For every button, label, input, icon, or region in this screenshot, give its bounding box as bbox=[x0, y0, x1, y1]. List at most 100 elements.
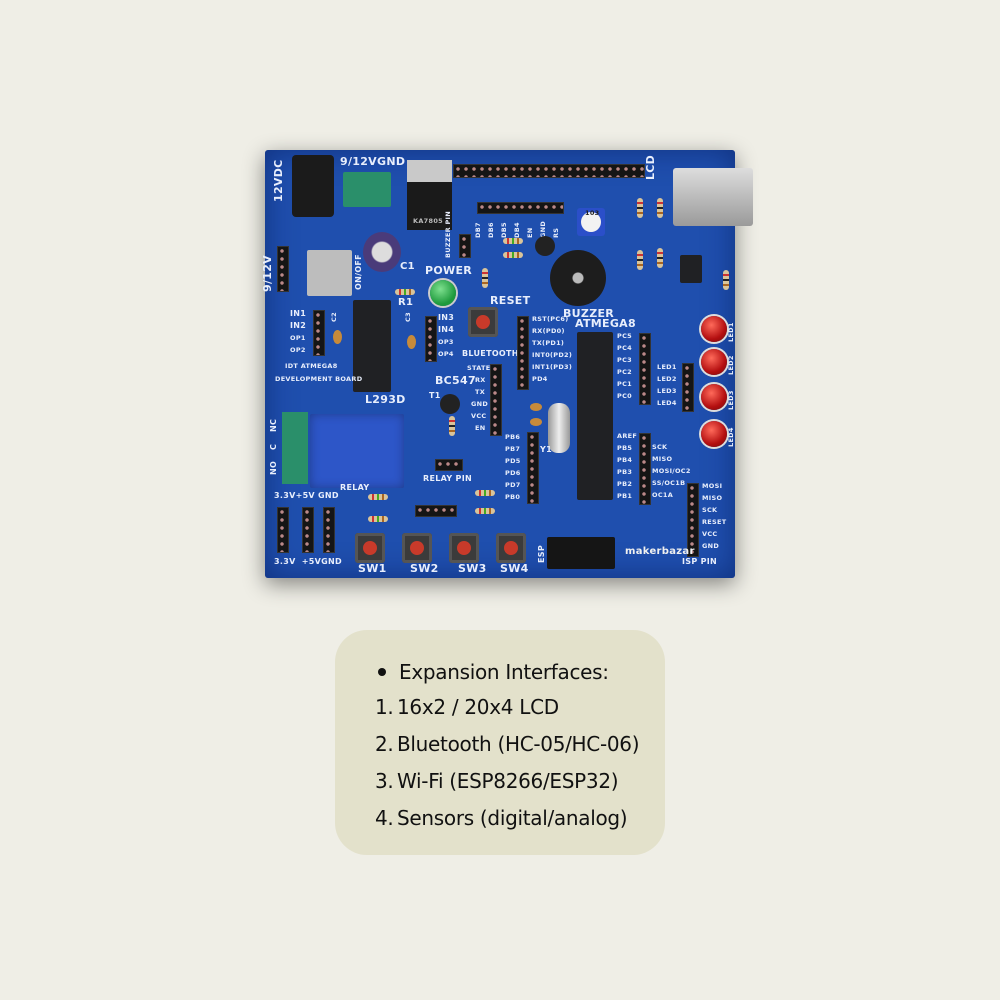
pin-label: PC4 bbox=[617, 344, 632, 352]
lcd-pin-label: DB4 bbox=[513, 222, 521, 238]
relay-pin-header[interactable] bbox=[435, 459, 463, 471]
pin-label: OP2 bbox=[290, 346, 306, 354]
label-buzzer-pin: BUZZER PIN bbox=[444, 211, 452, 258]
pin-label: IN2 bbox=[290, 321, 307, 330]
isp-header[interactable] bbox=[687, 483, 699, 557]
pin-label: PC2 bbox=[617, 368, 632, 376]
makerbazar-logo: makerbazar bbox=[625, 546, 695, 557]
pin-label: PC1 bbox=[617, 380, 632, 388]
label-esp: ESP bbox=[537, 545, 546, 563]
atmega8-chip bbox=[573, 332, 617, 500]
motor-header-left[interactable] bbox=[313, 310, 325, 356]
pin-label: RST(PC6) bbox=[532, 315, 569, 323]
optocoupler bbox=[676, 255, 706, 283]
transistor-t1 bbox=[440, 394, 460, 414]
led-label: LED1 bbox=[727, 322, 735, 342]
pin-label: PD4 bbox=[532, 375, 548, 383]
resistor bbox=[449, 416, 455, 436]
lcd-pin-label: DB5 bbox=[500, 222, 508, 238]
led-label: LED4 bbox=[727, 427, 735, 447]
power-switch[interactable] bbox=[307, 250, 352, 296]
lcd-pin-label: EN bbox=[526, 227, 534, 238]
resistor bbox=[475, 508, 495, 514]
pin-label: VCC bbox=[471, 412, 487, 420]
resistor bbox=[475, 490, 495, 496]
led-label: LED2 bbox=[727, 355, 735, 375]
port-d-header[interactable] bbox=[517, 316, 529, 390]
info-heading: Expansion Interfaces: bbox=[375, 660, 609, 684]
label-buzzer: BUZZER bbox=[563, 307, 615, 320]
resistor bbox=[637, 250, 643, 270]
pin-label: OP4 bbox=[438, 350, 454, 358]
port-b-left-header[interactable] bbox=[527, 432, 539, 504]
crystal bbox=[548, 403, 570, 453]
label-power: POWER bbox=[425, 264, 473, 277]
switch-label: SW2 bbox=[410, 562, 439, 575]
pin-label: PB2 bbox=[617, 480, 633, 488]
pin-label: INT1(PD3) bbox=[532, 363, 573, 371]
switch-sw3[interactable] bbox=[449, 533, 479, 563]
pin-label: LED1 bbox=[657, 363, 677, 371]
pin-label: MOSI/OC2 bbox=[652, 467, 691, 475]
item-number: 3. bbox=[375, 769, 394, 793]
relay-terminal-label: C bbox=[269, 443, 278, 450]
bluetooth-header[interactable] bbox=[490, 364, 502, 436]
5v-header[interactable] bbox=[302, 507, 314, 553]
resistor bbox=[637, 198, 643, 218]
info-item: 1.16x2 / 20x4 LCD bbox=[375, 695, 559, 719]
switch-sw1[interactable] bbox=[355, 533, 385, 563]
led-header[interactable] bbox=[682, 363, 694, 412]
label-bluetooth: BLUETOOTH bbox=[462, 349, 519, 358]
label-9-12v: 9/12V bbox=[261, 255, 274, 292]
pin-label: PB0 bbox=[505, 493, 521, 501]
led-label: LED3 bbox=[727, 390, 735, 410]
buzzer bbox=[550, 250, 606, 306]
switch-header[interactable] bbox=[415, 505, 457, 517]
pin-label: PB5 bbox=[617, 444, 633, 452]
label-isp-pin: ISP PIN bbox=[682, 557, 718, 566]
pin-label: IN4 bbox=[438, 325, 455, 334]
label-12vdc: 12VDC bbox=[272, 159, 285, 202]
lcd-header[interactable] bbox=[453, 164, 645, 178]
potentiometer[interactable] bbox=[577, 208, 605, 236]
port-b-right-header[interactable] bbox=[639, 433, 651, 505]
usb-connector[interactable] bbox=[673, 168, 753, 226]
pin-label: PB7 bbox=[505, 445, 521, 453]
pin-label: IN1 bbox=[290, 309, 307, 318]
reset-button[interactable] bbox=[468, 307, 498, 337]
switch-sw2[interactable] bbox=[402, 533, 432, 563]
buzzer-pin-header[interactable] bbox=[459, 234, 471, 258]
bullet-icon bbox=[378, 667, 386, 676]
resistor bbox=[657, 248, 663, 268]
expansion-info-box: Expansion Interfaces: 1.16x2 / 20x4 LCD … bbox=[335, 630, 665, 855]
switch-label: SW4 bbox=[500, 562, 529, 575]
resistor bbox=[395, 289, 415, 295]
gnd-header[interactable] bbox=[323, 507, 335, 553]
label-l293d: L293D bbox=[365, 393, 406, 406]
port-c-header[interactable] bbox=[639, 333, 651, 405]
esp-header[interactable] bbox=[547, 537, 615, 569]
led-3 bbox=[701, 384, 727, 410]
pin-label: EN bbox=[475, 424, 486, 432]
pin-label: TX(PD1) bbox=[532, 339, 565, 347]
resistor bbox=[503, 252, 523, 258]
pin-label: VCC bbox=[702, 530, 718, 538]
relay-terminal-block bbox=[282, 412, 308, 484]
resistor bbox=[368, 494, 388, 500]
led-2 bbox=[701, 349, 727, 375]
switch-sw4[interactable] bbox=[496, 533, 526, 563]
capacitor bbox=[363, 232, 401, 272]
resistor bbox=[503, 238, 523, 244]
l293d-chip bbox=[349, 300, 395, 392]
lcd-4bit-header[interactable] bbox=[477, 202, 564, 214]
item-text: Wi-Fi (ESP8266/ESP32) bbox=[397, 769, 619, 793]
pin-label: IN3 bbox=[438, 313, 455, 322]
3v3-header[interactable] bbox=[277, 507, 289, 553]
pin-label: LED2 bbox=[657, 375, 677, 383]
regulator-label: KA7805 bbox=[413, 217, 443, 225]
label-y1: Y1 bbox=[540, 445, 552, 454]
item-number: 2. bbox=[375, 732, 394, 756]
motor-header-right[interactable] bbox=[425, 316, 437, 362]
pin-label: INT0(PD2) bbox=[532, 351, 573, 359]
label-t1: T1 bbox=[429, 391, 441, 400]
